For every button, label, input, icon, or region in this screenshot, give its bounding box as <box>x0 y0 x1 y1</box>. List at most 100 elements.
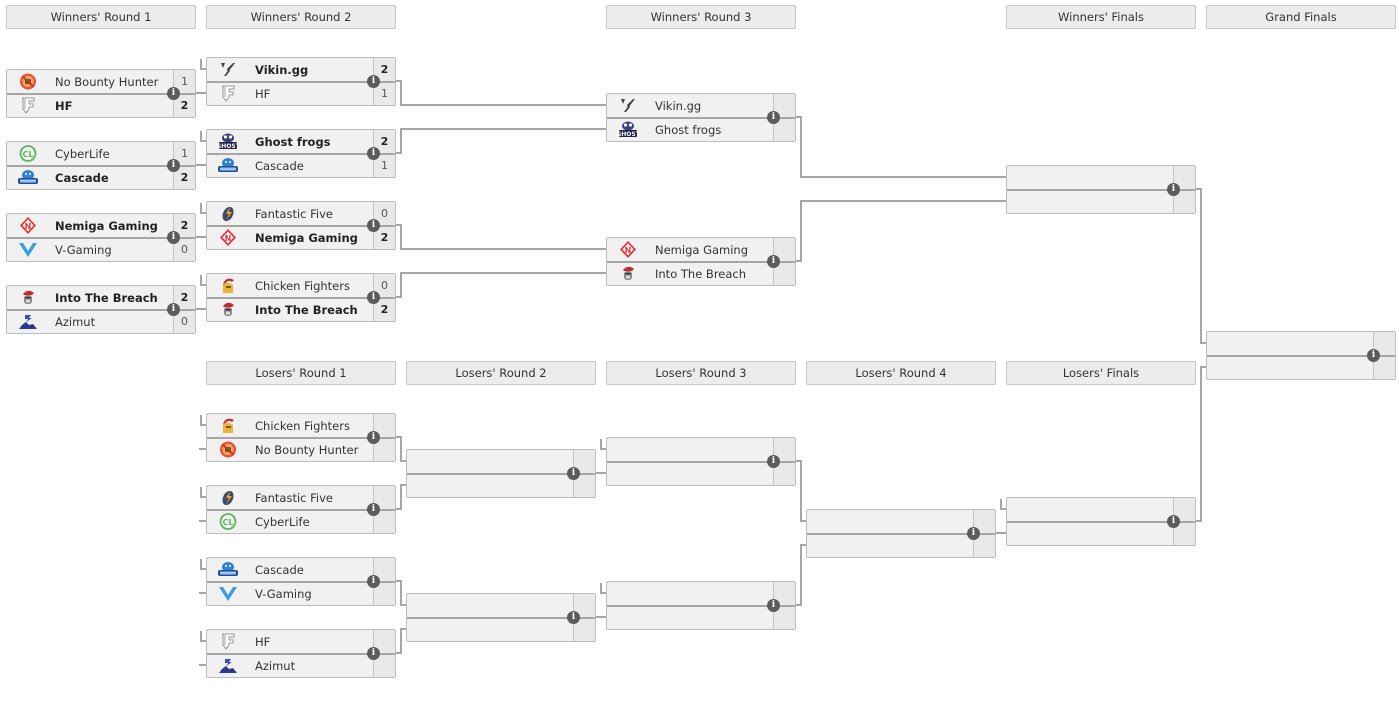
team-row[interactable] <box>607 438 773 461</box>
match-lf-m1[interactable]: i <box>1006 497 1196 546</box>
team-row[interactable] <box>1007 498 1173 521</box>
info-icon[interactable]: i <box>1167 183 1180 196</box>
match-gf-m1[interactable]: i <box>1206 331 1396 380</box>
team-row[interactable]: Into The Breach <box>207 298 373 321</box>
team-row[interactable]: Cascade <box>7 166 173 189</box>
team-row[interactable] <box>607 606 773 629</box>
info-icon[interactable]: i <box>567 467 580 480</box>
team-row[interactable]: V-Gaming <box>207 582 373 605</box>
match-divider <box>607 605 795 607</box>
team-row[interactable] <box>407 618 573 641</box>
team-row[interactable]: V-Gaming <box>7 238 173 261</box>
team-row[interactable]: HF <box>7 94 173 117</box>
team-row[interactable] <box>607 462 773 485</box>
team-score: 0 <box>381 207 388 220</box>
info-icon[interactable]: i <box>367 431 380 444</box>
info-icon[interactable]: i <box>167 303 180 316</box>
team-row[interactable] <box>807 534 973 557</box>
team-score: 2 <box>180 219 189 232</box>
team-row[interactable]: HF <box>207 82 373 105</box>
match-divider <box>1207 355 1395 357</box>
connector-wr3_m1-to-wf_m1 <box>796 116 1006 178</box>
info-icon[interactable]: i <box>767 455 780 468</box>
team-row[interactable]: Fantastic Five <box>207 486 373 509</box>
info-icon[interactable]: i <box>367 147 380 160</box>
team-row[interactable] <box>1007 190 1173 213</box>
info-icon[interactable]: i <box>367 647 380 660</box>
team-row[interactable]: Fantastic Five <box>207 202 373 225</box>
info-icon[interactable]: i <box>367 503 380 516</box>
connector-lf_m1-to-gf_m1 <box>1196 366 1206 522</box>
team-row[interactable] <box>1207 356 1373 379</box>
team-name: Fantastic Five <box>255 491 333 505</box>
info-icon[interactable]: i <box>1367 349 1380 362</box>
match-divider <box>7 309 195 311</box>
team-row[interactable]: Into The Breach <box>607 262 773 285</box>
match-lr3-m1[interactable]: i <box>606 437 796 486</box>
info-icon[interactable]: i <box>567 611 580 624</box>
match-lr3-m2[interactable]: i <box>606 581 796 630</box>
connector-lr1_m3-to-lr2_m2 <box>396 580 406 606</box>
team-row[interactable] <box>407 594 573 617</box>
info-icon[interactable]: i <box>767 111 780 124</box>
info-icon[interactable]: i <box>967 527 980 540</box>
team-row[interactable] <box>1007 166 1173 189</box>
team-name: Nemiga Gaming <box>55 219 158 233</box>
team-row[interactable] <box>607 582 773 605</box>
match-lr4-m1[interactable]: i <box>806 509 996 558</box>
team-row[interactable]: Chicken Fighters <box>207 414 373 437</box>
info-icon[interactable]: i <box>367 291 380 304</box>
chicken-fighters-icon <box>217 416 239 435</box>
team-row[interactable] <box>1207 332 1373 355</box>
team-row[interactable]: Cascade <box>207 154 373 177</box>
no-bounty-hunter-icon <box>17 72 39 91</box>
info-icon[interactable]: i <box>167 231 180 244</box>
team-row[interactable]: HF <box>207 630 373 653</box>
team-row[interactable]: No Bounty Hunter <box>7 70 173 93</box>
team-row[interactable]: No Bounty Hunter <box>207 438 373 461</box>
match-wf-m1[interactable]: i <box>1006 165 1196 214</box>
info-icon[interactable]: i <box>367 575 380 588</box>
info-icon[interactable]: i <box>367 75 380 88</box>
team-row[interactable]: Cascade <box>207 558 373 581</box>
info-icon[interactable]: i <box>767 599 780 612</box>
team-row[interactable]: Vikin.gg <box>607 94 773 117</box>
team-row[interactable] <box>1007 522 1173 545</box>
team-row[interactable]: Azimut <box>207 654 373 677</box>
team-row[interactable]: Vikin.gg <box>207 58 373 81</box>
match-lr2-m2[interactable]: i <box>406 593 596 642</box>
team-row[interactable]: Chicken Fighters <box>207 274 373 297</box>
team-row[interactable] <box>407 450 573 473</box>
team-row[interactable]: Azimut <box>7 310 173 333</box>
team-row[interactable] <box>807 510 973 533</box>
info-icon[interactable]: i <box>1167 515 1180 528</box>
info-icon[interactable]: i <box>167 159 180 172</box>
team-row[interactable]: Into The Breach <box>7 286 173 309</box>
info-icon[interactable]: i <box>167 87 180 100</box>
match-lr2-m1[interactable]: i <box>406 449 596 498</box>
info-icon[interactable]: i <box>367 219 380 232</box>
team-row[interactable] <box>407 474 573 497</box>
info-icon[interactable]: i <box>767 255 780 268</box>
